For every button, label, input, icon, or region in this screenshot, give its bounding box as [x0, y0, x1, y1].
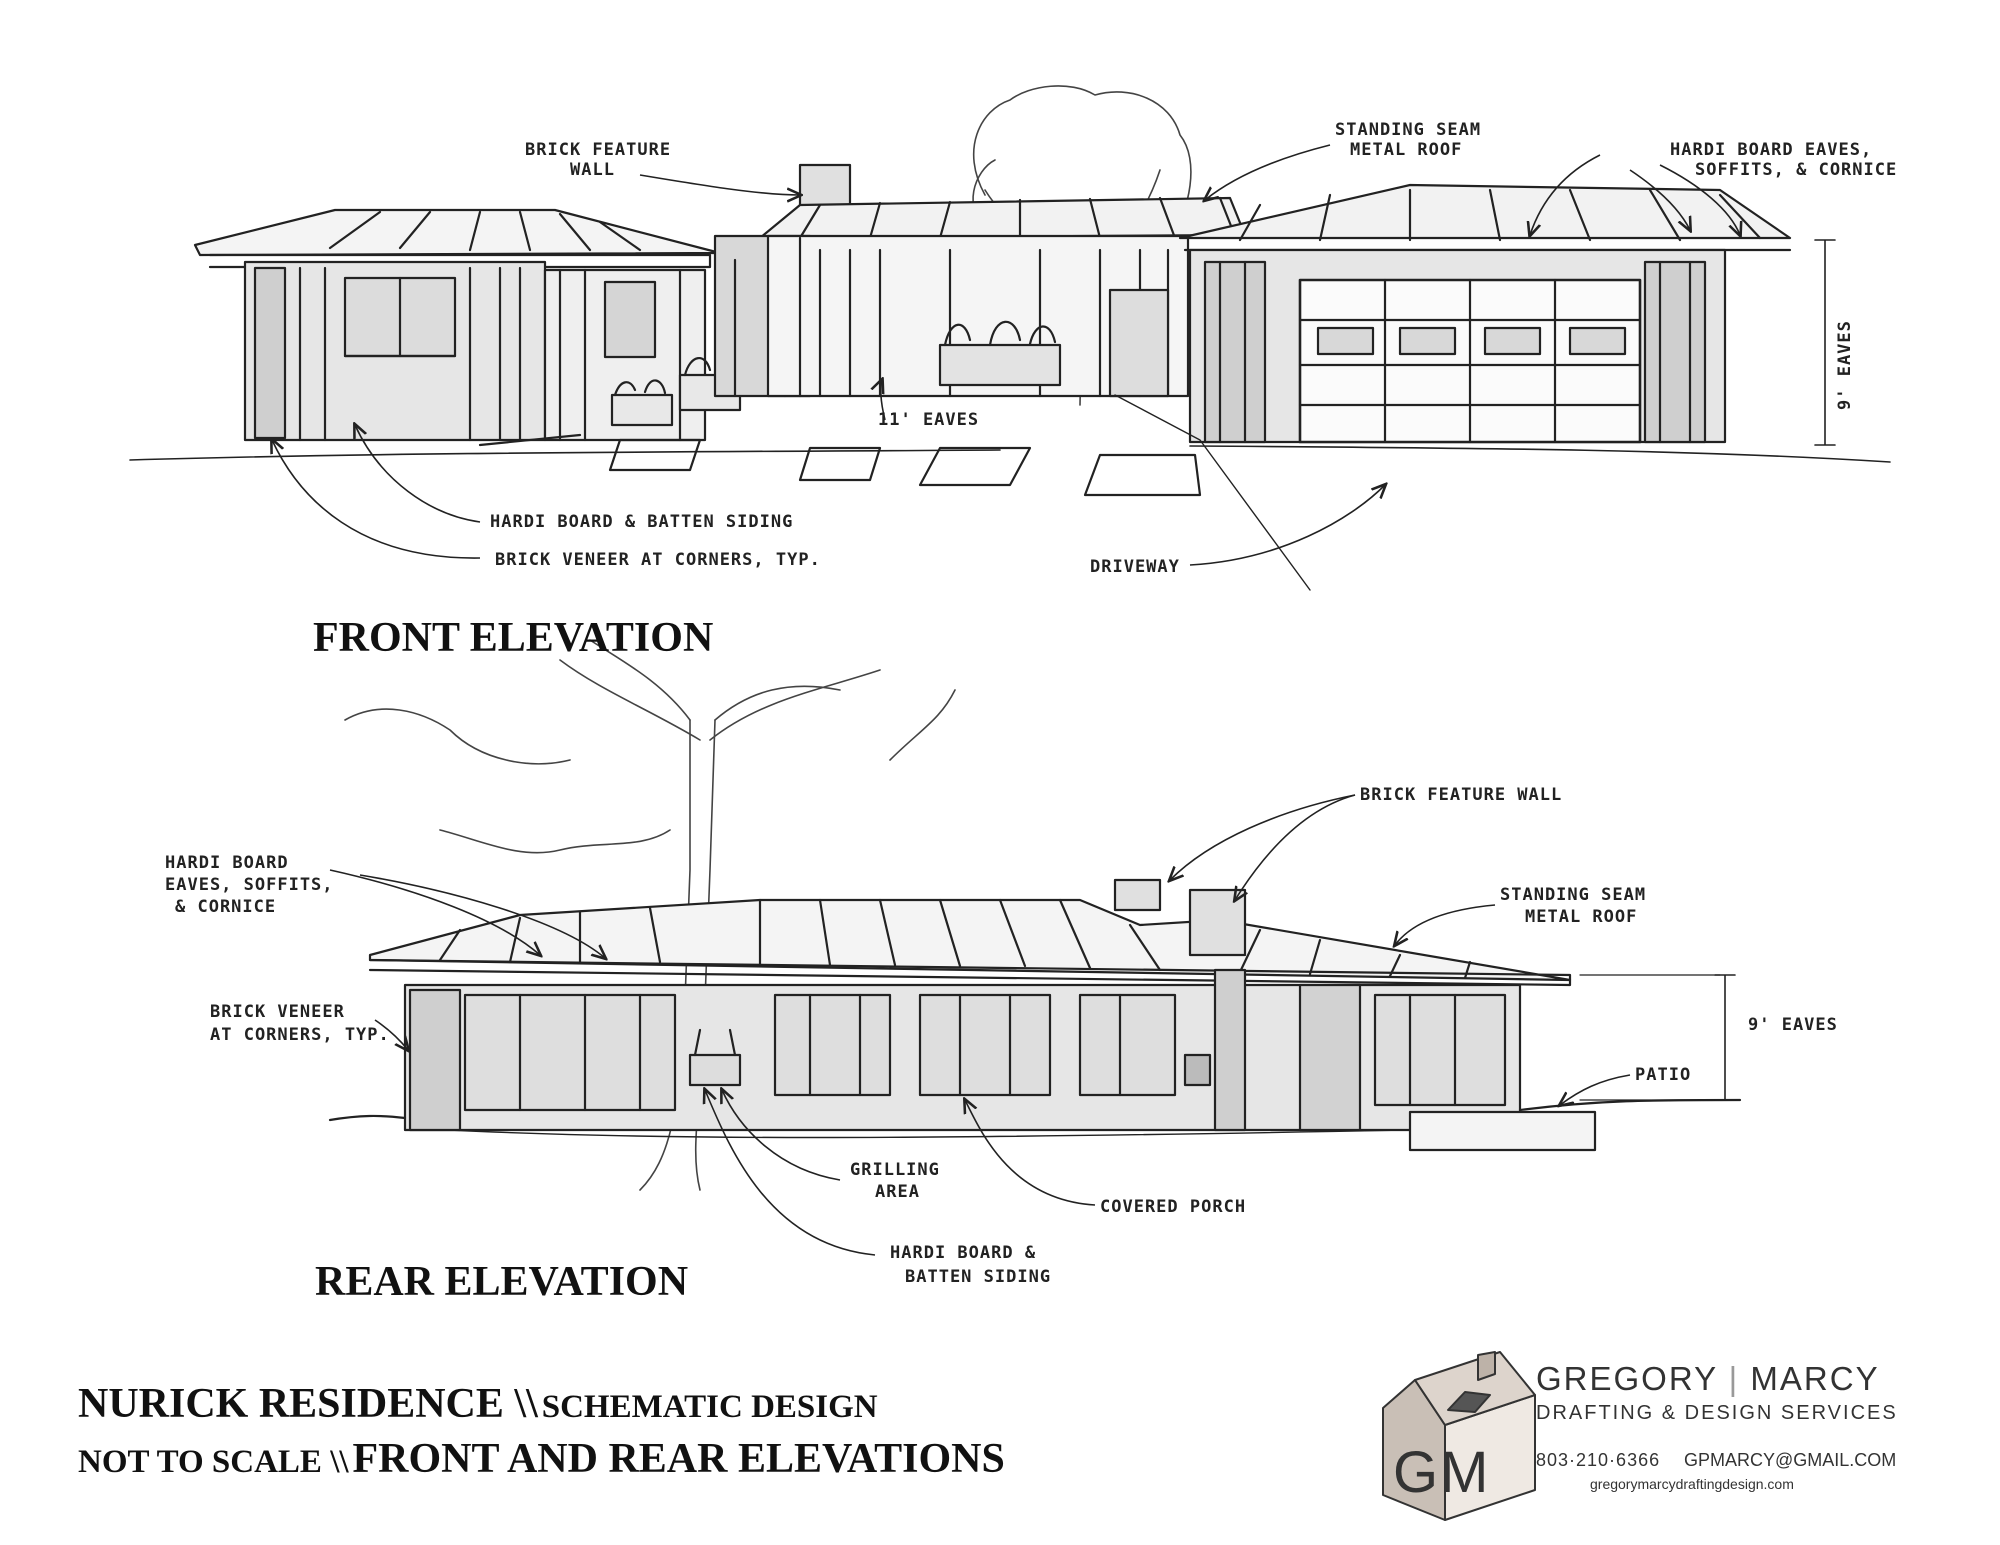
front-elevation-title: FRONT ELEVATION [313, 615, 714, 661]
note-rear-brick-wall: BRICK FEATURE WALL [1360, 785, 1562, 805]
note-rear-siding-2: BATTEN SIDING [905, 1267, 1051, 1287]
project-name: NURICK RESIDENCE \\ [78, 1381, 538, 1427]
note-front-9-eaves: 9' EAVES [1835, 320, 1855, 410]
note-rear-eaves-3: & CORNICE [175, 897, 276, 917]
title-block-line-2: NOT TO SCALE \\ FRONT AND REAR ELEVATION… [78, 1435, 1005, 1483]
firm-name-left: GREGORY [1536, 1360, 1718, 1397]
note-front-eaves-2: SOFFITS, & CORNICE [1695, 160, 1897, 180]
note-rear-siding: HARDI BOARD & [890, 1243, 1036, 1263]
note-front-roof: STANDING SEAM [1335, 120, 1481, 140]
scale-note: NOT TO SCALE \\ [78, 1444, 349, 1480]
note-front-roof-2: METAL ROOF [1350, 140, 1462, 160]
note-front-driveway: DRIVEWAY [1090, 557, 1180, 577]
rear-elevation-title: REAR ELEVATION [315, 1259, 689, 1305]
logo-monogram: GM [1393, 1440, 1490, 1505]
firm-phone: 803·210·6366 [1536, 1450, 1661, 1470]
title-block-line-1: NURICK RESIDENCE \\ SCHEMATIC DESIGN [78, 1380, 878, 1428]
note-rear-grill-2: AREA [875, 1182, 920, 1202]
firm-name-right: MARCY [1750, 1360, 1880, 1397]
note-rear-eaves: HARDI BOARD [165, 853, 289, 873]
rear-leaders [329, 794, 1631, 1256]
note-front-eaves: HARDI BOARD EAVES, [1670, 140, 1872, 160]
front-elevation-drawing [129, 85, 1891, 591]
note-rear-roof: STANDING SEAM [1500, 885, 1646, 905]
logo-house-icon [1382, 1351, 1536, 1521]
note-front-veneer: BRICK VENEER AT CORNERS, TYP. [495, 550, 821, 570]
rear-elevation-drawing [328, 639, 1742, 1191]
firm-name-divider: | [1728, 1360, 1751, 1397]
firm-website: gregorymarcydraftingdesign.com [1590, 1476, 1794, 1492]
note-front-brick-wall-2: WALL [570, 160, 615, 180]
firm-email: GPMARCY@GMAIL.COM [1684, 1450, 1897, 1470]
note-front-11-eaves: 11' EAVES [878, 410, 979, 430]
firm-tagline: DRAFTING & DESIGN SERVICES [1536, 1402, 1898, 1424]
firm-name: GREGORY | MARCY [1536, 1360, 1880, 1398]
note-rear-9-eaves: 9' EAVES [1748, 1015, 1838, 1035]
front-leaders [272, 144, 1740, 566]
note-rear-veneer: BRICK VENEER [210, 1002, 345, 1022]
sheet-title: FRONT AND REAR ELEVATIONS [352, 1436, 1005, 1482]
note-rear-porch: COVERED PORCH [1100, 1197, 1246, 1217]
note-rear-veneer-2: AT CORNERS, TYP. [210, 1025, 390, 1045]
note-rear-patio: PATIO [1635, 1065, 1691, 1085]
project-phase: SCHEMATIC DESIGN [541, 1389, 878, 1425]
note-front-brick-wall: BRICK FEATURE [525, 140, 671, 160]
note-rear-eaves-2: EAVES, SOFFITS, [165, 875, 334, 895]
note-front-siding: HARDI BOARD & BATTEN SIDING [490, 512, 793, 532]
note-rear-grill: GRILLING [850, 1160, 940, 1180]
note-rear-roof-2: METAL ROOF [1525, 907, 1637, 927]
